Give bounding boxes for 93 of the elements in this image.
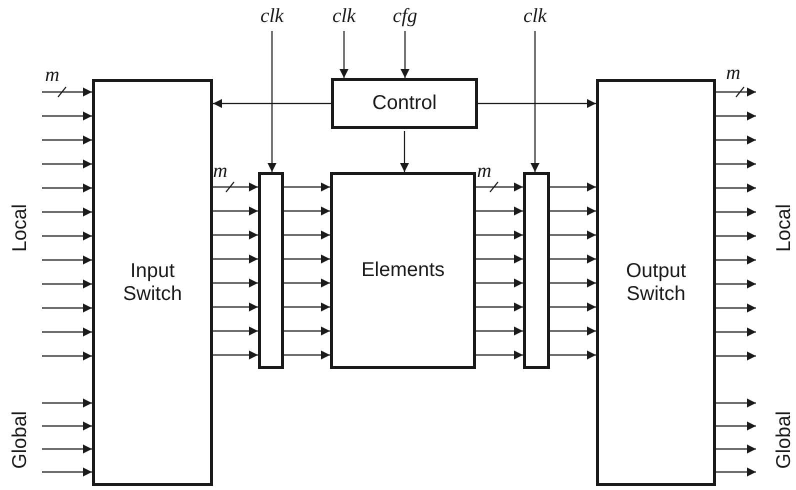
arrow: [716, 280, 756, 288]
block-box: [92, 79, 213, 486]
register-bar: [523, 172, 550, 369]
arrow: [476, 278, 523, 288]
arrow: [476, 230, 523, 240]
arrow: [340, 31, 348, 78]
block-label: Input Switch: [122, 260, 183, 306]
arrow: [550, 278, 596, 288]
port-group-label: Local: [8, 204, 31, 252]
arrow: [213, 99, 331, 108]
port-group-label: Global: [8, 411, 31, 469]
arrow: [42, 136, 92, 144]
arrow: [42, 328, 92, 336]
arrow: [716, 468, 756, 476]
arrow: [550, 302, 596, 312]
arrow: [716, 184, 756, 192]
bus-width-label: m: [477, 160, 492, 182]
arrow: [716, 232, 756, 240]
arrow: [476, 350, 523, 360]
arrow: [42, 422, 92, 430]
arrow: [550, 182, 596, 192]
arrow: [213, 230, 258, 240]
arrow: [284, 254, 330, 264]
block-label: Control: [372, 92, 437, 115]
arrow: [476, 326, 523, 336]
arrow: [42, 398, 92, 408]
arrow: [42, 256, 92, 264]
arrow: [476, 182, 523, 192]
arrow: [716, 328, 756, 336]
arrow: [42, 444, 92, 454]
arrow: [284, 182, 330, 192]
arrow: [476, 254, 523, 264]
arrow: [284, 206, 330, 216]
block-box: [331, 78, 478, 129]
arrow: [476, 206, 523, 216]
signal-name: clk: [523, 5, 547, 27]
signal-name: clk: [260, 5, 284, 27]
arrow: [42, 88, 92, 96]
arrow: [530, 31, 540, 172]
arrow: [42, 112, 92, 120]
block-label: Output Switch: [624, 260, 688, 306]
arrow: [716, 88, 756, 96]
port-group-label: Global: [772, 411, 795, 469]
arrow: [42, 184, 92, 192]
arrow: [268, 31, 276, 172]
arrow: [284, 326, 330, 336]
arrow: [284, 278, 330, 288]
arrow: [400, 31, 410, 78]
arrow: [42, 208, 92, 216]
arrow: [42, 352, 92, 360]
arrow: [550, 230, 596, 240]
arrow: [213, 278, 258, 288]
arrow: [42, 232, 92, 240]
arrow: [716, 112, 756, 120]
arrow: [550, 254, 596, 264]
bus-width-label: m: [213, 160, 228, 182]
port-group-label: Local: [772, 204, 795, 252]
arrow: [284, 230, 330, 240]
bus-width-label: m: [726, 62, 740, 84]
arrow: [42, 304, 92, 312]
arrow: [284, 350, 330, 360]
arrow: [476, 302, 523, 312]
block-box: [596, 79, 716, 486]
arrow: [478, 99, 596, 108]
arrow: [213, 326, 258, 336]
arrow: [213, 350, 258, 360]
arrow: [42, 160, 92, 168]
arrow: [716, 136, 756, 144]
arrow: [213, 254, 258, 264]
arrow: [716, 444, 756, 454]
arrow: [550, 350, 596, 360]
arrow: [716, 304, 756, 312]
signal-name: clk: [332, 5, 356, 27]
arrow: [213, 182, 258, 192]
block-label: Elements: [361, 259, 445, 282]
arrow: [284, 302, 330, 312]
bus-width-label: m: [45, 64, 60, 86]
arrow: [213, 302, 258, 312]
arrow: [716, 422, 756, 430]
block-box: [330, 172, 476, 369]
register-bar: [258, 172, 284, 369]
arrow: [716, 352, 756, 360]
arrow: [400, 131, 409, 172]
arrow: [716, 398, 756, 408]
arrow: [550, 326, 596, 336]
arrow: [716, 256, 756, 264]
arrow: [42, 468, 92, 476]
arrow: [716, 160, 756, 168]
arrow: [716, 208, 756, 216]
arrow: [213, 206, 258, 216]
arrow: [550, 206, 596, 216]
signal-name: cfg: [392, 5, 418, 27]
arrow: [42, 280, 92, 288]
